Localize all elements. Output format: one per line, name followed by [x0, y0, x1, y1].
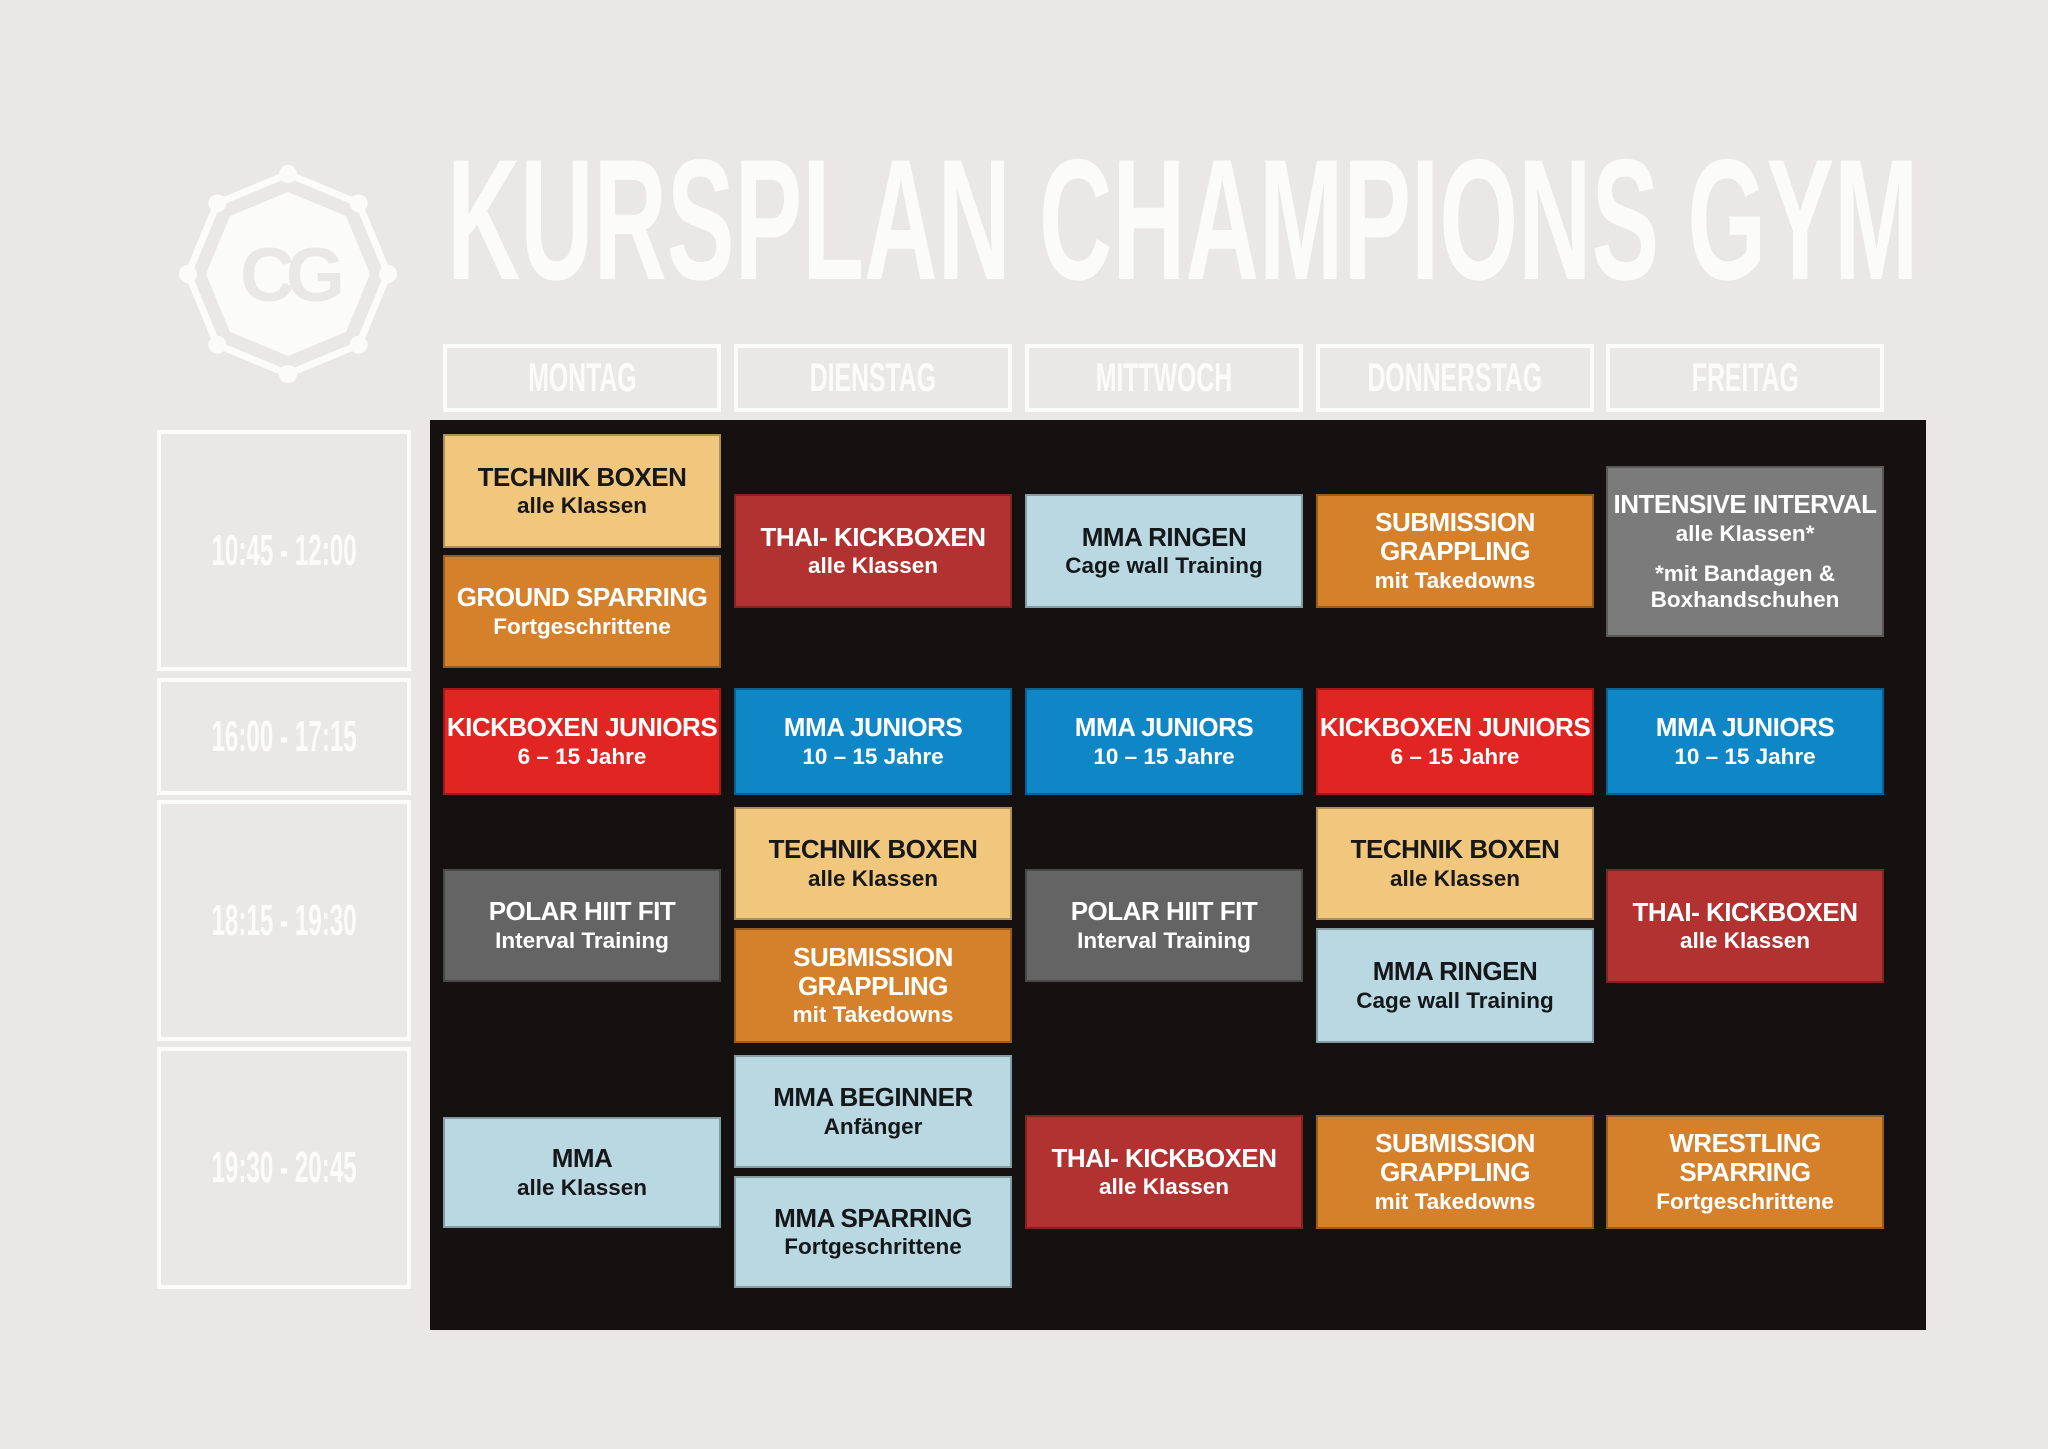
cell-dienstag-technik-boxen: TECHNIK BOXEN alle Klassen	[734, 807, 1012, 920]
cell-donnerstag-submission-grappling: SUBMISSION GRAPPLING mit Takedowns	[1316, 1115, 1594, 1229]
cell-mittwoch-mma-ringen: MMA RINGEN Cage wall Training	[1025, 494, 1303, 608]
octagon-inner-fill	[206, 192, 370, 356]
day-header-dienstag: DIENSTAG	[734, 344, 1012, 412]
page-title: KURSPLAN CHAMPIONS GYM	[447, 124, 1919, 316]
cg-monogram: CG	[240, 233, 341, 318]
day-header-freitag: FREITAG	[1606, 344, 1884, 412]
cell-freitag-thai-kickboxen: THAI- KICKBOXEN alle Klassen	[1606, 869, 1884, 983]
cell-dienstag-thai-kickboxen: THAI- KICKBOXEN alle Klassen	[734, 494, 1012, 608]
cell-montag-technik-boxen: TECHNIK BOXEN alle Klassen	[443, 434, 721, 548]
cell-dienstag-mma-sparring: MMA SPARRING Fortgeschrittene	[734, 1176, 1012, 1288]
cell-donnerstag-kickboxen-juniors: KICKBOXEN JUNIORS 6 – 15 Jahre	[1316, 688, 1594, 795]
cell-mittwoch-thai-kickboxen: THAI- KICKBOXEN alle Klassen	[1025, 1115, 1303, 1229]
cell-donnerstag-submission-grappling: SUBMISSION GRAPPLING mit Takedowns	[1316, 494, 1594, 608]
champions-gym-logo: CG	[179, 165, 397, 383]
time-slot-1600-1715: 16:00 - 17:15	[157, 678, 411, 795]
cell-mittwoch-polar-hiit-fit: POLAR HIIT FIT Interval Training	[1025, 869, 1303, 982]
day-header-mittwoch: MITTWOCH	[1025, 344, 1303, 412]
time-slot-1045-1200: 10:45 - 12:00	[157, 430, 411, 671]
cell-donnerstag-technik-boxen: TECHNIK BOXEN alle Klassen	[1316, 807, 1594, 920]
cell-freitag-intensive-interval: INTENSIVE INTERVAL alle Klassen* *mit Ba…	[1606, 466, 1884, 637]
cell-montag-ground-sparring: GROUND SPARRING Fortgeschrittene	[443, 555, 721, 668]
cell-dienstag-mma-juniors: MMA JUNIORS 10 – 15 Jahre	[734, 688, 1012, 795]
cell-freitag-mma-juniors: MMA JUNIORS 10 – 15 Jahre	[1606, 688, 1884, 795]
cell-montag-polar-hiit-fit: POLAR HIIT FIT Interval Training	[443, 869, 721, 982]
time-slot-1930-2045: 19:30 - 20:45	[157, 1047, 411, 1289]
cell-donnerstag-mma-ringen: MMA RINGEN Cage wall Training	[1316, 928, 1594, 1043]
cell-dienstag-submission-grappling: SUBMISSION GRAPPLING mit Takedowns	[734, 928, 1012, 1043]
day-header-donnerstag: DONNERSTAG	[1316, 344, 1594, 412]
cell-dienstag-mma-beginner: MMA BEGINNER Anfänger	[734, 1055, 1012, 1168]
cell-montag-mma: MMA alle Klassen	[443, 1117, 721, 1228]
cell-montag-kickboxen-juniors: KICKBOXEN JUNIORS 6 – 15 Jahre	[443, 688, 721, 795]
day-header-montag: MONTAG	[443, 344, 721, 412]
time-slot-1815-1930: 18:15 - 19:30	[157, 800, 411, 1041]
octagon-vertex-dots	[179, 165, 397, 383]
cell-freitag-wrestling-sparring: WRESTLING SPARRING Fortgeschrittene	[1606, 1115, 1884, 1229]
cell-mittwoch-mma-juniors: MMA JUNIORS 10 – 15 Jahre	[1025, 688, 1303, 795]
